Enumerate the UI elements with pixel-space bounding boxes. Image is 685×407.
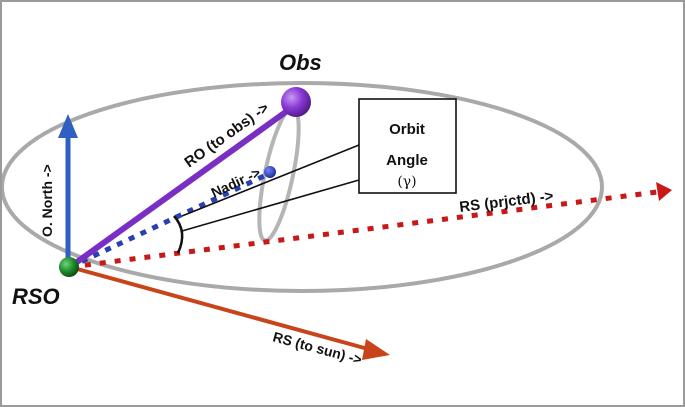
rs-projected-arrowhead (656, 182, 672, 201)
rso-sphere-icon (59, 257, 79, 277)
rs-to-sun-vector (69, 265, 369, 351)
callout-pointer-lower (181, 179, 360, 232)
nadir-vector (68, 173, 266, 270)
obs-label: Obs (279, 50, 322, 75)
orbit-ellipse (2, 81, 604, 293)
ro-vector-label: RO (to obs) -> (181, 99, 272, 171)
observer-sphere-icon (281, 87, 311, 117)
ro-vector (68, 103, 296, 270)
orbit-north-label: O. North -> (39, 164, 55, 237)
nadir-point-icon (264, 166, 276, 178)
callout-line-3: (γ) (397, 174, 416, 190)
orbit-angle-callout (358, 98, 457, 194)
callout-pointer-upper (181, 144, 360, 217)
rso-label: RSO (12, 284, 60, 309)
orbit-north-arrowhead (58, 114, 78, 138)
rs-to-sun-arrowhead (362, 339, 390, 360)
orbit-angle-arc (173, 215, 184, 254)
callout-line-2: Angle (386, 152, 428, 169)
callout-line-1: Orbit (389, 121, 425, 138)
